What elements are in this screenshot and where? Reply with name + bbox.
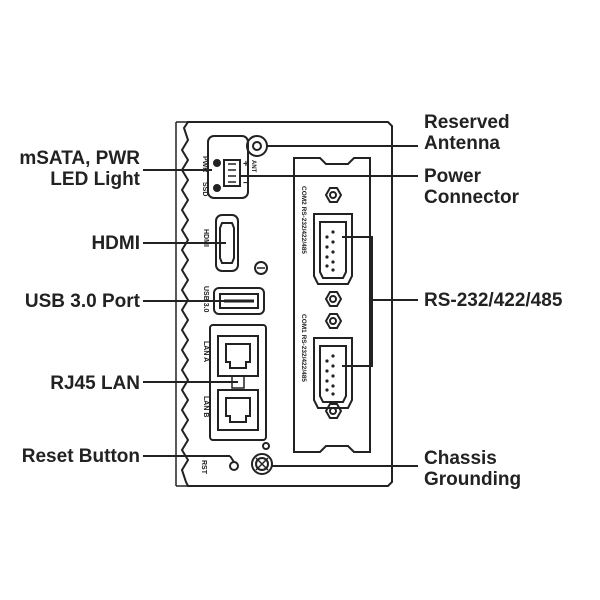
label-usb-text: USB 3.0 Port — [24, 291, 140, 312]
leader-reset-down — [229, 455, 235, 463]
label-power-line1: Power — [424, 166, 482, 187]
label-reset-text: Reset Button — [21, 446, 140, 467]
screw-icon — [254, 261, 268, 275]
mark-usb: USB 3.0 — [202, 286, 209, 313]
mark-pwr: PWR — [201, 156, 208, 172]
antenna-icon — [246, 135, 268, 157]
label-reset: Reset Button — [22, 446, 140, 467]
label-power-line2: Connector — [424, 187, 519, 208]
label-msata-pwr-led: mSATA, PWR LED Light — [19, 148, 140, 190]
label-rj45: RJ45 LAN — [50, 373, 140, 394]
mark-com2: COM2 RS-232/422/485 — [300, 186, 307, 254]
com1-db9-icon — [313, 337, 353, 409]
mark-com1: COM1 RS-232/422/485 — [300, 314, 307, 382]
label-antenna-line1: Reserved — [424, 112, 510, 133]
com2-db9-icon — [313, 213, 353, 285]
label-hdmi-text: HDMI — [91, 233, 140, 254]
label-usb: USB 3.0 Port — [25, 291, 140, 312]
label-rj45-text: RJ45 LAN — [50, 373, 140, 394]
mark-hdmi: HDMI — [202, 229, 209, 247]
label-ground-line1: Chassis — [424, 448, 497, 469]
label-ground-line2: Grounding — [424, 469, 522, 490]
mark-minus: − — [243, 178, 249, 189]
label-serial-text: RS-232/422/485 — [424, 290, 563, 311]
label-hdmi: HDMI — [91, 233, 140, 254]
mark-lan-a: LAN A — [202, 341, 209, 362]
reset-button-icon — [229, 461, 239, 471]
label-serial: RS-232/422/485 — [424, 290, 562, 311]
ssd-led-icon — [213, 184, 221, 192]
leader-serial — [342, 236, 418, 367]
mark-plus: + — [243, 159, 249, 170]
label-antenna: Reserved Antenna — [424, 112, 510, 154]
label-msata-line1: mSATA, PWR — [19, 148, 140, 169]
com2-screw-top-icon — [324, 187, 343, 203]
serial-board — [293, 157, 371, 453]
label-power: Power Connector — [424, 166, 519, 208]
led-module — [207, 135, 249, 199]
mark-rst: RST — [200, 460, 207, 475]
label-msata-line2: LED Light — [50, 169, 140, 190]
mark-ant: ANT — [250, 160, 256, 173]
lan-b-port-icon — [217, 389, 259, 431]
mark-lan-b: LAN B — [202, 396, 209, 417]
chassis-outline — [180, 121, 393, 487]
ground-screw-icon — [251, 453, 273, 475]
power-connector-icon — [223, 159, 241, 187]
lan-a-port-icon — [217, 335, 259, 377]
label-ground: Chassis Grounding — [424, 448, 521, 490]
label-antenna-line2: Antenna — [424, 133, 500, 154]
leader-lines — [143, 145, 418, 467]
com1-screw-top-icon — [324, 313, 343, 329]
mark-ssd: SSD — [201, 182, 208, 196]
db9-pins — [325, 230, 335, 396]
pwr-led-icon — [213, 159, 221, 167]
